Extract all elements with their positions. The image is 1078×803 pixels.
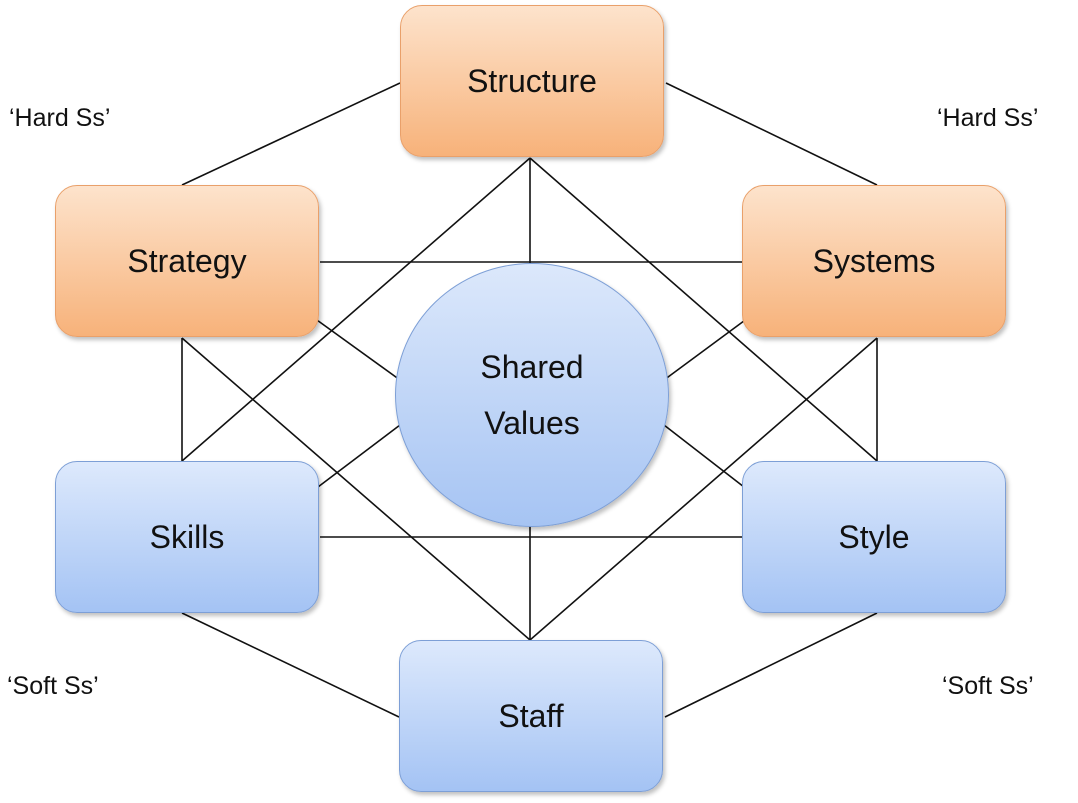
node-label: Skills [149,518,225,555]
line-style-shared [663,424,745,488]
node-strategy: Strategy [55,185,319,337]
node-systems: Systems [742,185,1006,337]
line-structure-skills [181,157,531,462]
node-structure: Structure [400,5,664,157]
line-strategy-shared [309,314,401,381]
node-shared-values: Shared Values [395,263,669,527]
node-label: Strategy [127,242,247,279]
line-systems-staff [529,337,878,641]
node-style: Style [742,461,1006,613]
line-skills-shared [317,424,401,488]
label-hard-ss-right: ‘Hard Ss’ [937,104,1039,132]
line-structure-strategy [181,82,401,186]
node-label: Style [838,518,910,555]
line-strategy-staff [181,337,531,641]
label-soft-ss-left: ‘Soft Ss’ [7,672,99,700]
node-staff: Staff [399,640,663,792]
line-structure-style [529,157,878,462]
node-skills: Skills [55,461,319,613]
label-hard-ss-left: ‘Hard Ss’ [9,104,111,132]
node-label: Systems [812,242,936,279]
node-label-line2: Values [484,405,580,441]
label-soft-ss-right: ‘Soft Ss’ [942,672,1034,700]
line-style-staff [664,612,878,718]
line-skills-staff [181,612,400,718]
node-label-line1: Shared [480,349,584,385]
node-label: Staff [498,697,564,734]
node-label: Structure [467,62,597,99]
line-systems-shared [663,314,753,381]
line-structure-systems [665,82,878,186]
